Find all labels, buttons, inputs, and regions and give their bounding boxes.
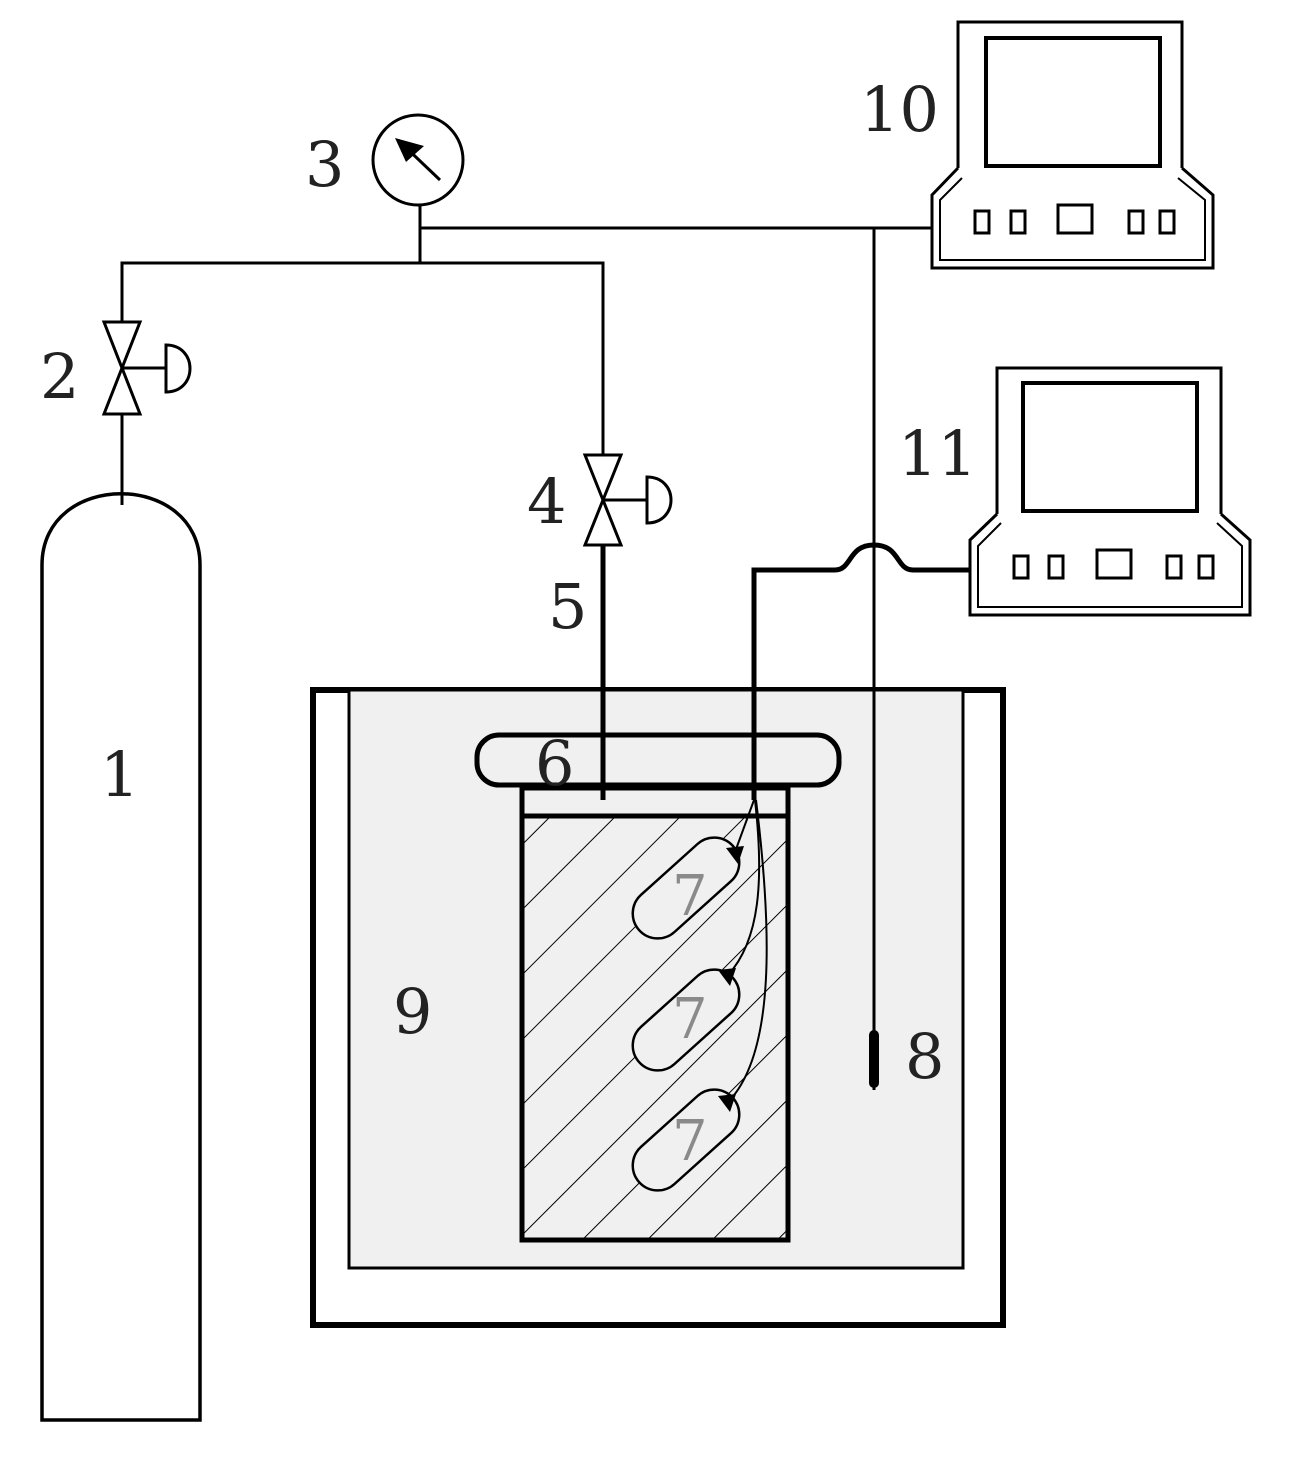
thermocouple-cable — [751, 542, 970, 800]
label-sample-2: 7 — [672, 987, 708, 1052]
vessel-lid — [474, 732, 842, 788]
valve-2 — [101, 320, 192, 416]
label-pressure-gauge: 3 — [305, 128, 344, 201]
label-computer-11: 11 — [898, 417, 977, 490]
sample-capsule-1 — [631, 836, 741, 940]
pressure-gauge — [371, 113, 465, 207]
label-lid: 6 — [535, 727, 574, 800]
pipe-network — [120, 205, 605, 455]
computer-11 — [968, 366, 1252, 617]
label-water-bath: 9 — [393, 975, 432, 1048]
label-sample-3: 7 — [672, 1109, 708, 1174]
valve-4 — [582, 453, 673, 547]
signal-lines — [420, 226, 932, 1090]
thermometer-probe — [869, 1030, 879, 1088]
label-valve-2: 2 — [40, 340, 79, 413]
label-tube: 5 — [548, 570, 587, 643]
thermocouple-wires — [727, 799, 768, 1101]
label-gas-cylinder: 1 — [100, 738, 139, 811]
label-thermometer: 8 — [905, 1020, 944, 1093]
label-valve-4: 4 — [527, 465, 566, 538]
sample-capsule-2 — [631, 968, 741, 1072]
label-sample-1: 7 — [672, 864, 708, 929]
gas-cylinder — [40, 492, 202, 1422]
sensor-tip-1 — [726, 846, 744, 864]
computer-10 — [930, 20, 1215, 270]
label-computer-10: 10 — [860, 73, 939, 146]
